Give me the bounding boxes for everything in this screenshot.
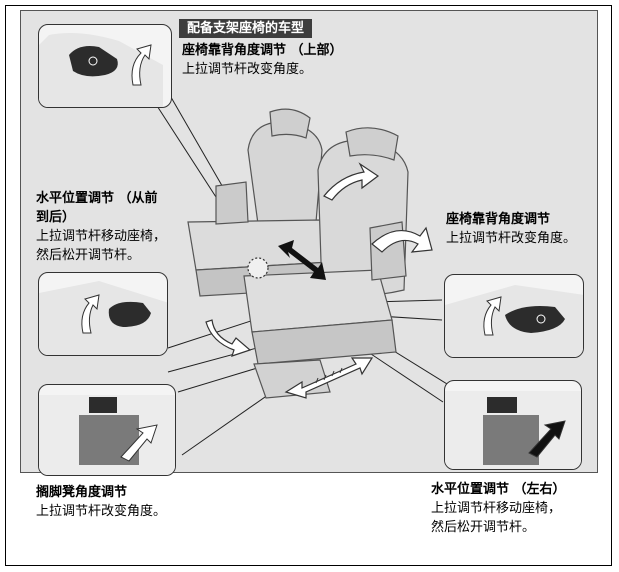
inset-left-right-lever xyxy=(444,380,582,470)
motion-arrows xyxy=(205,162,433,399)
diag-arrow-icon xyxy=(120,424,158,462)
inset-back-angle-lever xyxy=(444,274,584,358)
upper-back-title: 座椅靠背角度调节 （上部） xyxy=(182,43,343,58)
lever-icon xyxy=(69,46,118,77)
section-label: 配备支架座椅的车型 xyxy=(179,19,313,38)
footrest-title: 搁脚凳角度调节 xyxy=(36,485,128,500)
arrow-dashes xyxy=(315,367,343,384)
up-arrow-icon xyxy=(483,296,502,336)
fore-aft-desc-line2: 然后松开调节杆。 xyxy=(36,248,141,263)
up-arrow-icon xyxy=(81,294,100,334)
back-angle-title: 座椅靠背角度调节 xyxy=(446,212,551,227)
back-angle-desc: 上拉调节杆改变角度。 xyxy=(446,231,577,246)
left-right-desc-line1: 上拉调节杆移动座椅， xyxy=(431,501,562,516)
inset-upper-back-lever xyxy=(38,24,172,108)
up-arrow-icon xyxy=(131,44,152,86)
seat-panel xyxy=(483,415,539,465)
upper-back-desc: 上拉调节杆改变角度。 xyxy=(182,62,313,77)
fore-aft-desc-line1: 上拉调节杆移动座椅， xyxy=(36,229,167,244)
fore-aft-arrow xyxy=(278,240,326,280)
lever-icon xyxy=(89,397,117,413)
left-right-desc-line2: 然后松开调节杆。 xyxy=(431,520,536,535)
inset-fore-aft-lever xyxy=(38,272,168,356)
left-right-title: 水平位置调节 （左右） xyxy=(431,482,566,497)
lever-icon xyxy=(505,306,565,333)
lever-icon xyxy=(108,301,151,327)
fore-aft-title-line2: 到后） xyxy=(36,210,76,225)
fore-aft-title-line1: 水平位置调节 （从前 xyxy=(36,191,158,206)
diag-arrow-icon xyxy=(528,420,566,458)
inset-footrest-lever xyxy=(38,384,176,476)
lever-icon xyxy=(487,397,517,413)
footrest-desc: 上拉调节杆改变角度。 xyxy=(36,504,167,519)
